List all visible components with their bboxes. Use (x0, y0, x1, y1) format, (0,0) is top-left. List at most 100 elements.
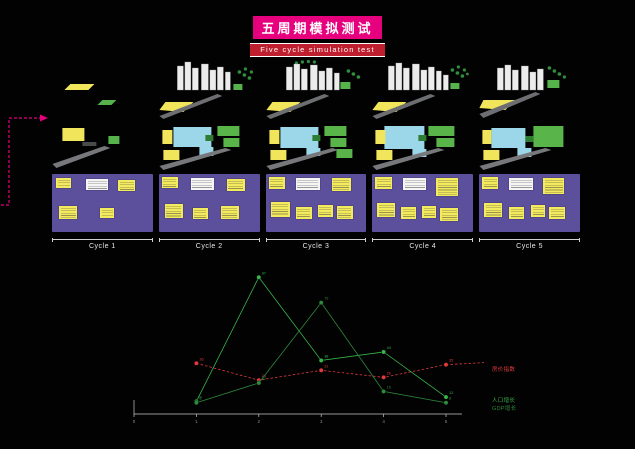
series-line (196, 301, 447, 404)
x-tick-label: 4 (382, 419, 385, 424)
card-note (509, 178, 534, 190)
sticky-note (509, 207, 525, 219)
sticky-note (484, 203, 503, 217)
data-point (318, 300, 324, 306)
cycle-column-4: Cycle 4 (372, 58, 474, 254)
x-tick-label: 3 (320, 419, 323, 424)
card-note (403, 178, 427, 190)
data-point-label: 31 (324, 364, 328, 368)
axon-diagram-4 (372, 58, 473, 120)
sticky-note (192, 208, 208, 219)
sticky-note (331, 178, 351, 191)
plan-diagram-1 (52, 122, 153, 170)
data-point-label: 35 (449, 359, 453, 363)
cycle-column-2: Cycle 2 (158, 58, 260, 254)
sticky-note (531, 205, 546, 217)
data-point (318, 367, 324, 373)
cycle-rule (479, 238, 580, 242)
plan-diagram-4 (372, 122, 473, 170)
x-tick-label: 0 (133, 419, 136, 424)
card-note (86, 179, 108, 190)
x-tick-label: 5 (445, 419, 448, 424)
cycle-label-2: Cycle 2 (195, 243, 223, 250)
sticky-note (377, 203, 396, 217)
data-point-label: 26 (387, 371, 391, 375)
sticky-note (482, 177, 499, 189)
data-point (318, 358, 324, 363)
sticky-note (59, 206, 77, 219)
legend-item: GDP增长 (492, 406, 517, 412)
data-point-label: 16 (387, 385, 391, 389)
cycle-label-1: Cycle 1 (88, 243, 116, 250)
cycle-rule (52, 238, 153, 242)
sticky-note (164, 204, 183, 218)
axon-diagram-2 (159, 58, 260, 120)
sticky-note (295, 207, 312, 219)
sticky-note (56, 178, 71, 188)
header: 五周期模拟测试 Five cycle simulation test (0, 16, 635, 57)
data-point (381, 389, 386, 394)
analysis-panel-4 (372, 174, 474, 232)
data-point-label: 8 (449, 397, 451, 401)
data-point (194, 360, 199, 366)
data-point (256, 380, 262, 386)
flow-arrow-icon (1, 114, 48, 206)
data-point-label: 38 (324, 354, 328, 358)
sticky-note (220, 206, 239, 219)
data-point-label: 97 (262, 271, 266, 275)
data-point (443, 400, 449, 406)
page-subtitle: Five cycle simulation test (250, 42, 385, 57)
plan-diagram-2 (159, 122, 260, 170)
data-point (194, 400, 199, 406)
sticky-note (118, 180, 135, 191)
series-line-extension (445, 362, 485, 366)
card-note (190, 178, 214, 190)
data-point-label: 9 (199, 395, 201, 399)
sticky-note (100, 208, 114, 218)
data-point (381, 374, 386, 380)
axon-diagram-3 (265, 58, 367, 120)
x-tick-label: 1 (195, 419, 198, 424)
sticky-note (270, 202, 290, 217)
data-point (381, 349, 386, 355)
sticky-note (440, 208, 459, 221)
cycle-column-1: Cycle 1 (52, 58, 153, 254)
page-title: 五周期模拟测试 (253, 16, 382, 39)
cycle-label-5: Cycle 5 (516, 243, 543, 250)
data-point-label: 79 (324, 297, 328, 301)
sticky-note (317, 205, 333, 217)
data-point (443, 362, 449, 368)
cycle-rule (372, 238, 474, 242)
analysis-panel-2 (158, 174, 260, 232)
data-point (443, 394, 449, 400)
cycle-label-3: Cycle 3 (302, 243, 330, 250)
plan-diagram-3 (265, 122, 367, 170)
data-point-label: 36 (199, 357, 203, 361)
card-note (295, 178, 320, 190)
data-point-label: 22 (262, 377, 266, 381)
sticky-note (543, 178, 565, 194)
sticky-note (401, 207, 417, 219)
sticky-note (375, 177, 393, 189)
plan-diagram-5 (479, 122, 580, 170)
cycle-columns: Cycle 1 (52, 58, 580, 254)
axon-diagram-1 (52, 58, 153, 120)
sticky-note (226, 179, 245, 191)
data-point-label: 12 (449, 391, 453, 395)
sticky-note (161, 177, 178, 188)
x-tick-label: 2 (258, 419, 261, 424)
sticky-note (422, 206, 437, 218)
sticky-note (436, 178, 459, 196)
axon-diagram-5 (479, 58, 580, 120)
analysis-panel-1 (52, 174, 153, 232)
cycle-column-3: Cycle 3 (265, 58, 367, 254)
legend-item: 房价指数 (492, 367, 516, 373)
cycle-column-5: Cycle 5 (479, 58, 580, 254)
analysis-panel-5 (479, 174, 580, 232)
sticky-note (549, 207, 566, 219)
data-point-label: 44 (387, 346, 391, 350)
